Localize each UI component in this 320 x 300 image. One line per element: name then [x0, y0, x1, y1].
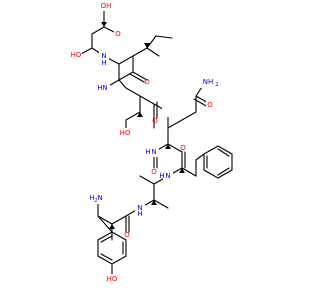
atom-labels: OH O HO N H O N H HO NH 2 O O N H O N H …	[70, 2, 219, 284]
h2n-subscript: 2	[94, 198, 97, 204]
amide-nh2-label: NH	[203, 78, 214, 86]
o-phe-label: O	[151, 168, 157, 176]
nh-ser-label: N	[102, 84, 107, 92]
stereo-wedges	[101, 22, 185, 229]
ser-hydroxyl-mid-label: HO	[120, 129, 131, 137]
nh-gln-label: N	[151, 148, 156, 156]
amide-o-label: O	[207, 101, 213, 109]
o-ile-label: O	[144, 78, 150, 86]
nh-phe-label: N	[165, 172, 170, 180]
ser-hydroxyl-label: HO	[71, 51, 82, 59]
nh-ile-label: N	[101, 52, 106, 60]
o-ala-label: O	[124, 231, 130, 239]
h-ala-label: H	[137, 210, 142, 218]
cooh-o-label: O	[115, 30, 121, 38]
h2n-n-label: N	[97, 194, 102, 202]
nh-ala-label: N	[137, 204, 142, 212]
bonds	[78, 9, 233, 277]
tyr-hydroxyl-label: HO	[107, 275, 118, 283]
h-ser-label: H	[97, 84, 102, 92]
h-gln-label: H	[145, 148, 150, 156]
h-ile-label: H	[101, 59, 106, 67]
amide-nh2-subscript: 2	[215, 82, 218, 88]
h2n-h-label: H	[89, 194, 94, 202]
cooh-oh-label: OH	[101, 2, 112, 10]
h-phe-label: H	[159, 172, 164, 180]
peptide-structure: OH O HO N H O N H HO NH 2 O O N H O N H …	[70, 2, 233, 284]
o-ser-label: O	[152, 117, 158, 125]
o-gln-label: O	[180, 144, 186, 152]
